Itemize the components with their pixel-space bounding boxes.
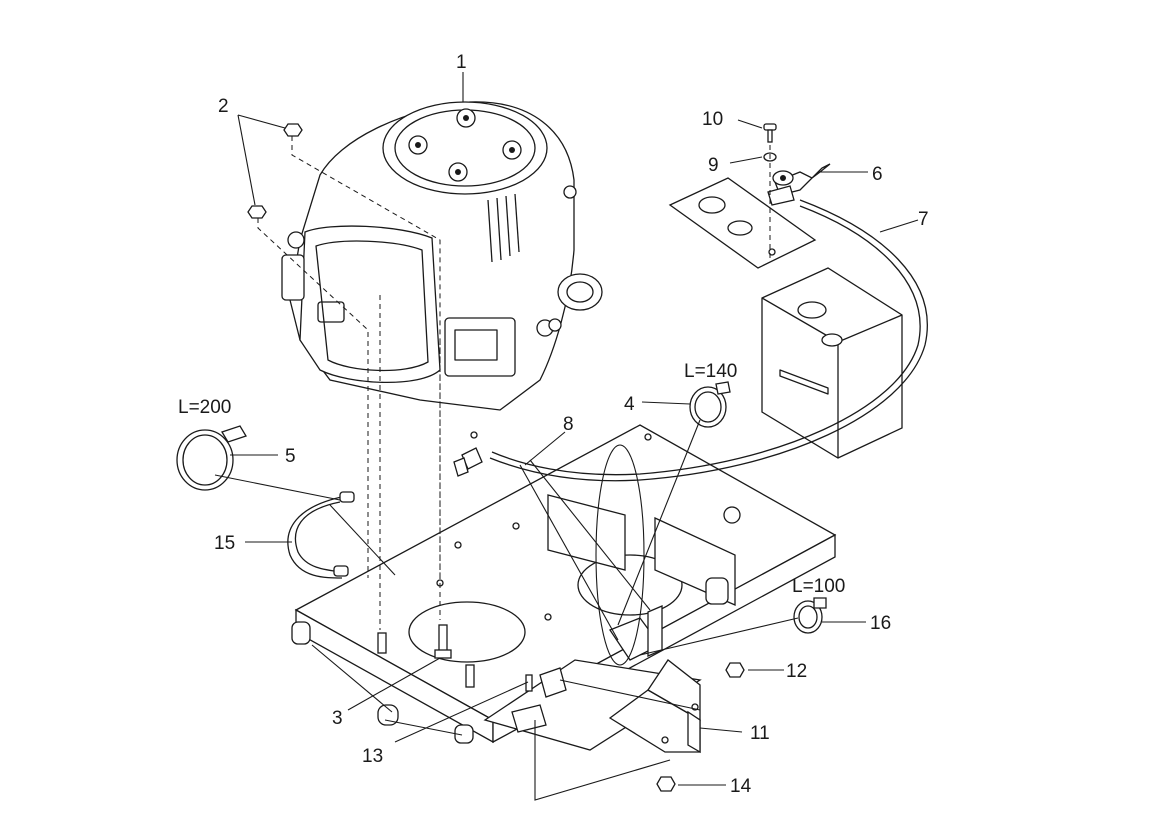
- callout-13: 13: [362, 746, 383, 767]
- hose-part-15: [287, 491, 355, 579]
- callout-8: 8: [563, 414, 574, 435]
- callout-5: 5: [285, 446, 296, 467]
- engine: [281, 101, 603, 411]
- callout-6: 6: [872, 164, 883, 185]
- length-label-100: L=100: [792, 576, 845, 597]
- callout-15: 15: [214, 533, 235, 554]
- callout-12: 12: [786, 661, 807, 682]
- callout-16: 16: [870, 613, 891, 634]
- callout-14: 14: [730, 776, 752, 797]
- callout-7: 7: [918, 209, 929, 230]
- band-part-5: [176, 425, 247, 491]
- engine-mount-guides: [257, 136, 441, 630]
- nut-part-14: [656, 776, 676, 792]
- nut-part-12: [725, 662, 745, 678]
- nut-part-2: [247, 123, 303, 219]
- small-bracket: [511, 667, 567, 733]
- band-part-4: [689, 381, 731, 428]
- rear-bracket: [547, 494, 741, 661]
- frame-plate: [291, 424, 837, 751]
- callout-9: 9: [708, 155, 719, 176]
- callout-4: 4: [624, 394, 635, 415]
- bracket-part-11: [608, 659, 701, 754]
- length-label-200: L=200: [178, 397, 231, 418]
- fuel-tank: [761, 267, 903, 459]
- callout-3: 3: [332, 708, 343, 729]
- leader-lines: [214, 72, 919, 801]
- throttle-cable-part-7: [453, 199, 928, 482]
- callout-2: 2: [218, 96, 229, 117]
- callout-10: 10: [702, 109, 723, 130]
- callout-11: 11: [750, 723, 770, 744]
- screw-part-10: [763, 123, 777, 143]
- throttle-plate: [668, 177, 817, 269]
- bolt-part-3: [434, 624, 452, 659]
- length-label-140: L=140: [684, 361, 737, 382]
- throttle-lever-part-6: [767, 163, 831, 206]
- callout-labels: 1 2 3 4 5 6 7 8 9 10 11 12 13 14 15 16 L…: [178, 52, 929, 797]
- callout-1: 1: [456, 52, 467, 73]
- band-part-16: [793, 597, 827, 634]
